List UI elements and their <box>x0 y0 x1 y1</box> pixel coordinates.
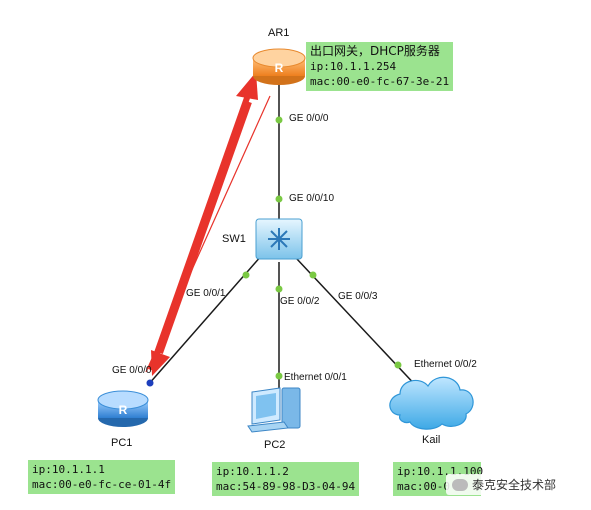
port-label: GE 0/0/3 <box>338 291 378 302</box>
device-label-ar1: AR1 <box>268 27 290 39</box>
device-label-pc2: PC2 <box>264 439 286 451</box>
arp-flow-arrows <box>145 72 271 376</box>
note-line: ip:10.1.1.1 <box>32 463 105 476</box>
port-dot <box>275 285 283 293</box>
computer-icon[interactable] <box>247 387 301 433</box>
port-dot <box>242 271 250 279</box>
note-pc1: ip:10.1.1.1 mac:00-e0-fc-ce-01-4f <box>28 460 176 494</box>
port-label: Ethernet 0/0/1 <box>284 372 347 383</box>
router-icon[interactable]: R <box>97 390 149 427</box>
svg-text:R: R <box>119 403 128 417</box>
device-label-sw1: SW1 <box>222 233 246 245</box>
switch-icon[interactable] <box>255 218 303 260</box>
note-line: mac:54-89-98-D3-04-94 <box>216 480 356 493</box>
port-dot <box>309 271 317 279</box>
svg-text:R: R <box>275 61 284 75</box>
device-label-kali: Kail <box>422 434 441 446</box>
note-line: ip:10.1.1.2 <box>216 465 289 478</box>
note-line: 出口网关，DHCP服务器 <box>310 44 440 58</box>
port-dot <box>146 379 154 387</box>
watermark-text: 泰克安全技术部 <box>472 478 557 492</box>
port-label: GE 0/0/2 <box>280 296 320 307</box>
note-line: mac:00-0 <box>397 480 450 493</box>
note-line: ip:10.1.1.254 <box>310 60 397 73</box>
note-pc2: ip:10.1.1.2 mac:54-89-98-D3-04-94 <box>212 462 360 496</box>
wechat-icon <box>452 478 468 491</box>
router-icon[interactable]: R <box>252 48 306 85</box>
port-label: GE 0/0/1 <box>186 288 226 299</box>
note-ar1: 出口网关，DHCP服务器 ip:10.1.1.254 mac:00-e0-fc-… <box>306 42 454 91</box>
port-dot <box>275 372 283 380</box>
device-label-pc1: PC1 <box>111 437 133 449</box>
port-label: GE 0/0/0 <box>289 113 329 124</box>
port-label: GE 0/0/10 <box>289 193 335 204</box>
watermark: 泰克安全技术部 <box>446 474 563 495</box>
port-label: Ethernet 0/0/2 <box>414 359 477 370</box>
port-label: GE 0/0/0 <box>112 365 152 376</box>
note-line: mac:00-e0-fc-67-3e-21 <box>310 75 450 88</box>
cloud-icon[interactable] <box>389 376 474 430</box>
port-dot <box>394 361 402 369</box>
port-dot <box>275 195 283 203</box>
port-dot <box>275 116 283 124</box>
note-line: mac:00-e0-fc-ce-01-4f <box>32 478 172 491</box>
